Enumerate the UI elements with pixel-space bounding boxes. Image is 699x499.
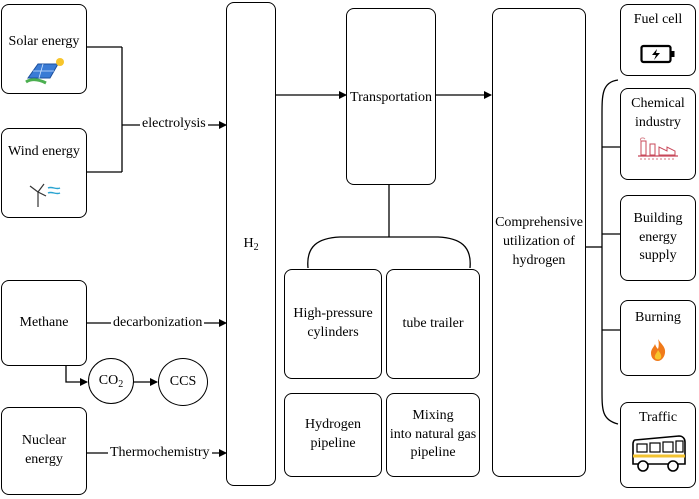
application-building-energy-supply: Building energy supply <box>620 195 696 281</box>
methane-label: Methane <box>19 314 69 330</box>
transport-mode-hydrogen-pipeline: Hydrogen pipeline <box>284 393 382 477</box>
application-traffic: Traffic <box>620 402 696 488</box>
battery-icon <box>640 44 675 63</box>
electrolysis-label: electrolysis <box>140 116 208 131</box>
methane-box: Methane <box>1 280 87 366</box>
ccs-label: CCS <box>169 374 197 389</box>
h2-box: H2 <box>226 2 276 486</box>
co2-label: CO2 <box>98 373 124 390</box>
solar-panel-icon <box>25 57 64 85</box>
transportation-box: Transportation <box>346 8 436 185</box>
application-chemical-industry: Chemical industry <box>620 88 696 180</box>
bus-icon <box>632 435 686 472</box>
factory-icon <box>638 137 678 160</box>
solar-energy-label: Solar energy <box>8 34 80 49</box>
utilization-box: Comprehensive utilization of hydrogen <box>492 8 586 477</box>
wind-energy-box: Wind energy <box>1 128 87 218</box>
transport-mode-mixing-natural-gas: Mixing into natural gas pipeline <box>386 393 480 477</box>
application-fuel-cell: Fuel cell <box>620 4 696 76</box>
nuclear-energy-box: Nuclear energy <box>1 407 87 495</box>
nuclear-energy-label: Nuclear energy <box>21 433 67 467</box>
transport-mode-tube-trailer: tube trailer <box>386 269 480 379</box>
wind-turbine-icon <box>29 183 61 207</box>
flame-icon <box>651 338 666 361</box>
transportation-label: Transportation <box>350 90 432 105</box>
wind-energy-label: Wind energy <box>8 144 80 159</box>
h2-label: H2 <box>243 235 259 253</box>
solar-energy-box: Solar energy <box>1 4 87 94</box>
ccs-circle: CCS <box>158 358 208 406</box>
application-burning: Burning <box>620 300 696 376</box>
co2-circle: CO2 <box>88 358 134 404</box>
decarbonization-label: decarbonization <box>111 315 205 330</box>
transport-mode-high-pressure-cylinders: High-pressure cylinders <box>284 269 382 379</box>
thermochemistry-label: Thermochemistry <box>108 445 212 460</box>
